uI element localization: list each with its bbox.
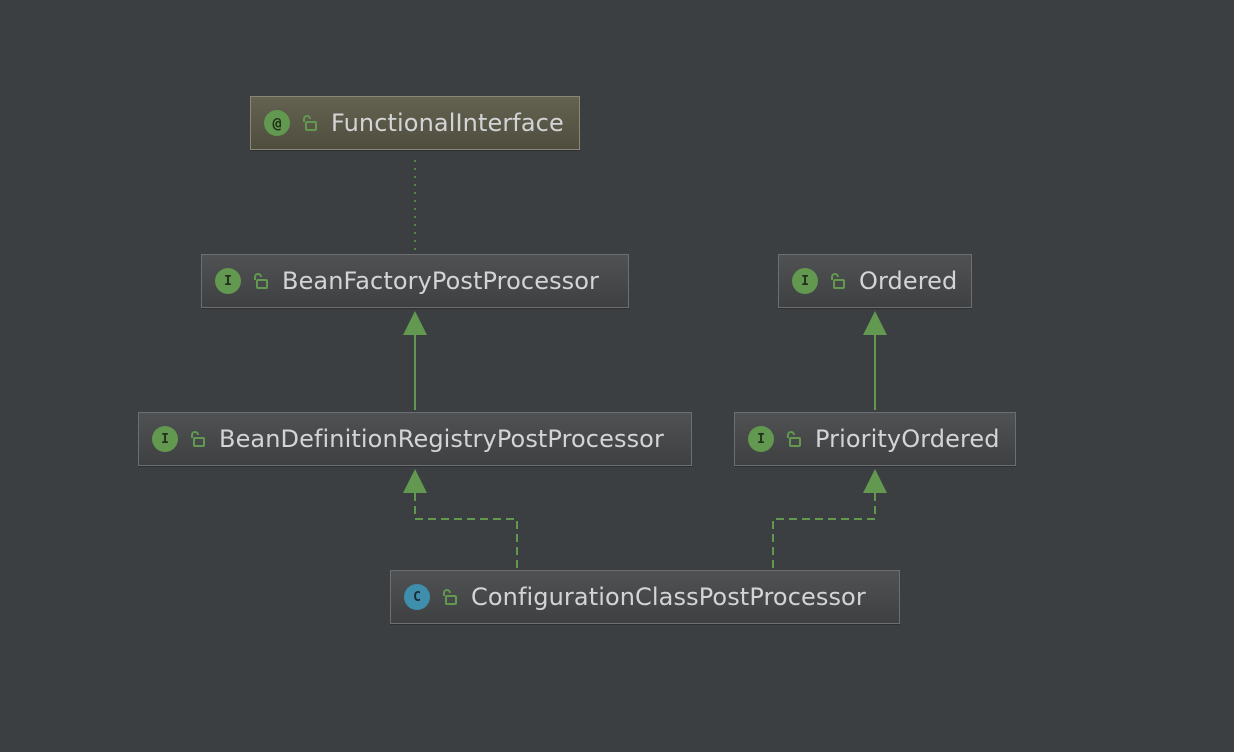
public-lock-icon: [254, 273, 268, 289]
arrowhead-extends-ordered: [863, 311, 887, 335]
arrowhead-extends-bean-factory-post-processor: [403, 311, 427, 335]
annotation-icon: @: [264, 110, 290, 136]
node-bean-factory-post-processor[interactable]: I BeanFactoryPostProcessor: [201, 254, 629, 308]
interface-icon: I: [215, 268, 241, 294]
interface-icon: I: [792, 268, 818, 294]
arrowhead-implements-priority-ordered: [863, 469, 887, 493]
class-icon: C: [404, 584, 430, 610]
node-configuration-class-post-processor[interactable]: C ConfigurationClassPostProcessor: [390, 570, 900, 624]
edge-implements-priority-ordered: [772, 492, 876, 568]
node-label: ConfigurationClassPostProcessor: [471, 583, 866, 611]
public-lock-icon: [303, 115, 317, 131]
public-lock-icon: [191, 431, 205, 447]
node-functional-interface[interactable]: @ FunctionalInterface: [250, 96, 580, 150]
node-bean-definition-registry-post-processor[interactable]: I BeanDefinitionRegistryPostProcessor: [138, 412, 692, 466]
arrowhead-implements-bean-definition-registry-post-processor: [403, 469, 427, 493]
node-ordered[interactable]: I Ordered: [778, 254, 972, 308]
node-label: BeanDefinitionRegistryPostProcessor: [219, 425, 664, 453]
node-label: Ordered: [859, 267, 958, 295]
interface-icon: I: [748, 426, 774, 452]
interface-icon: I: [152, 426, 178, 452]
node-label: FunctionalInterface: [331, 109, 564, 137]
public-lock-icon: [831, 273, 845, 289]
node-label: PriorityOrdered: [815, 425, 1000, 453]
node-priority-ordered[interactable]: I PriorityOrdered: [734, 412, 1016, 466]
node-label: BeanFactoryPostProcessor: [282, 267, 600, 295]
edge-implements-bean-definition-registry-post-processor: [414, 492, 518, 568]
public-lock-icon: [787, 431, 801, 447]
public-lock-icon: [443, 589, 457, 605]
